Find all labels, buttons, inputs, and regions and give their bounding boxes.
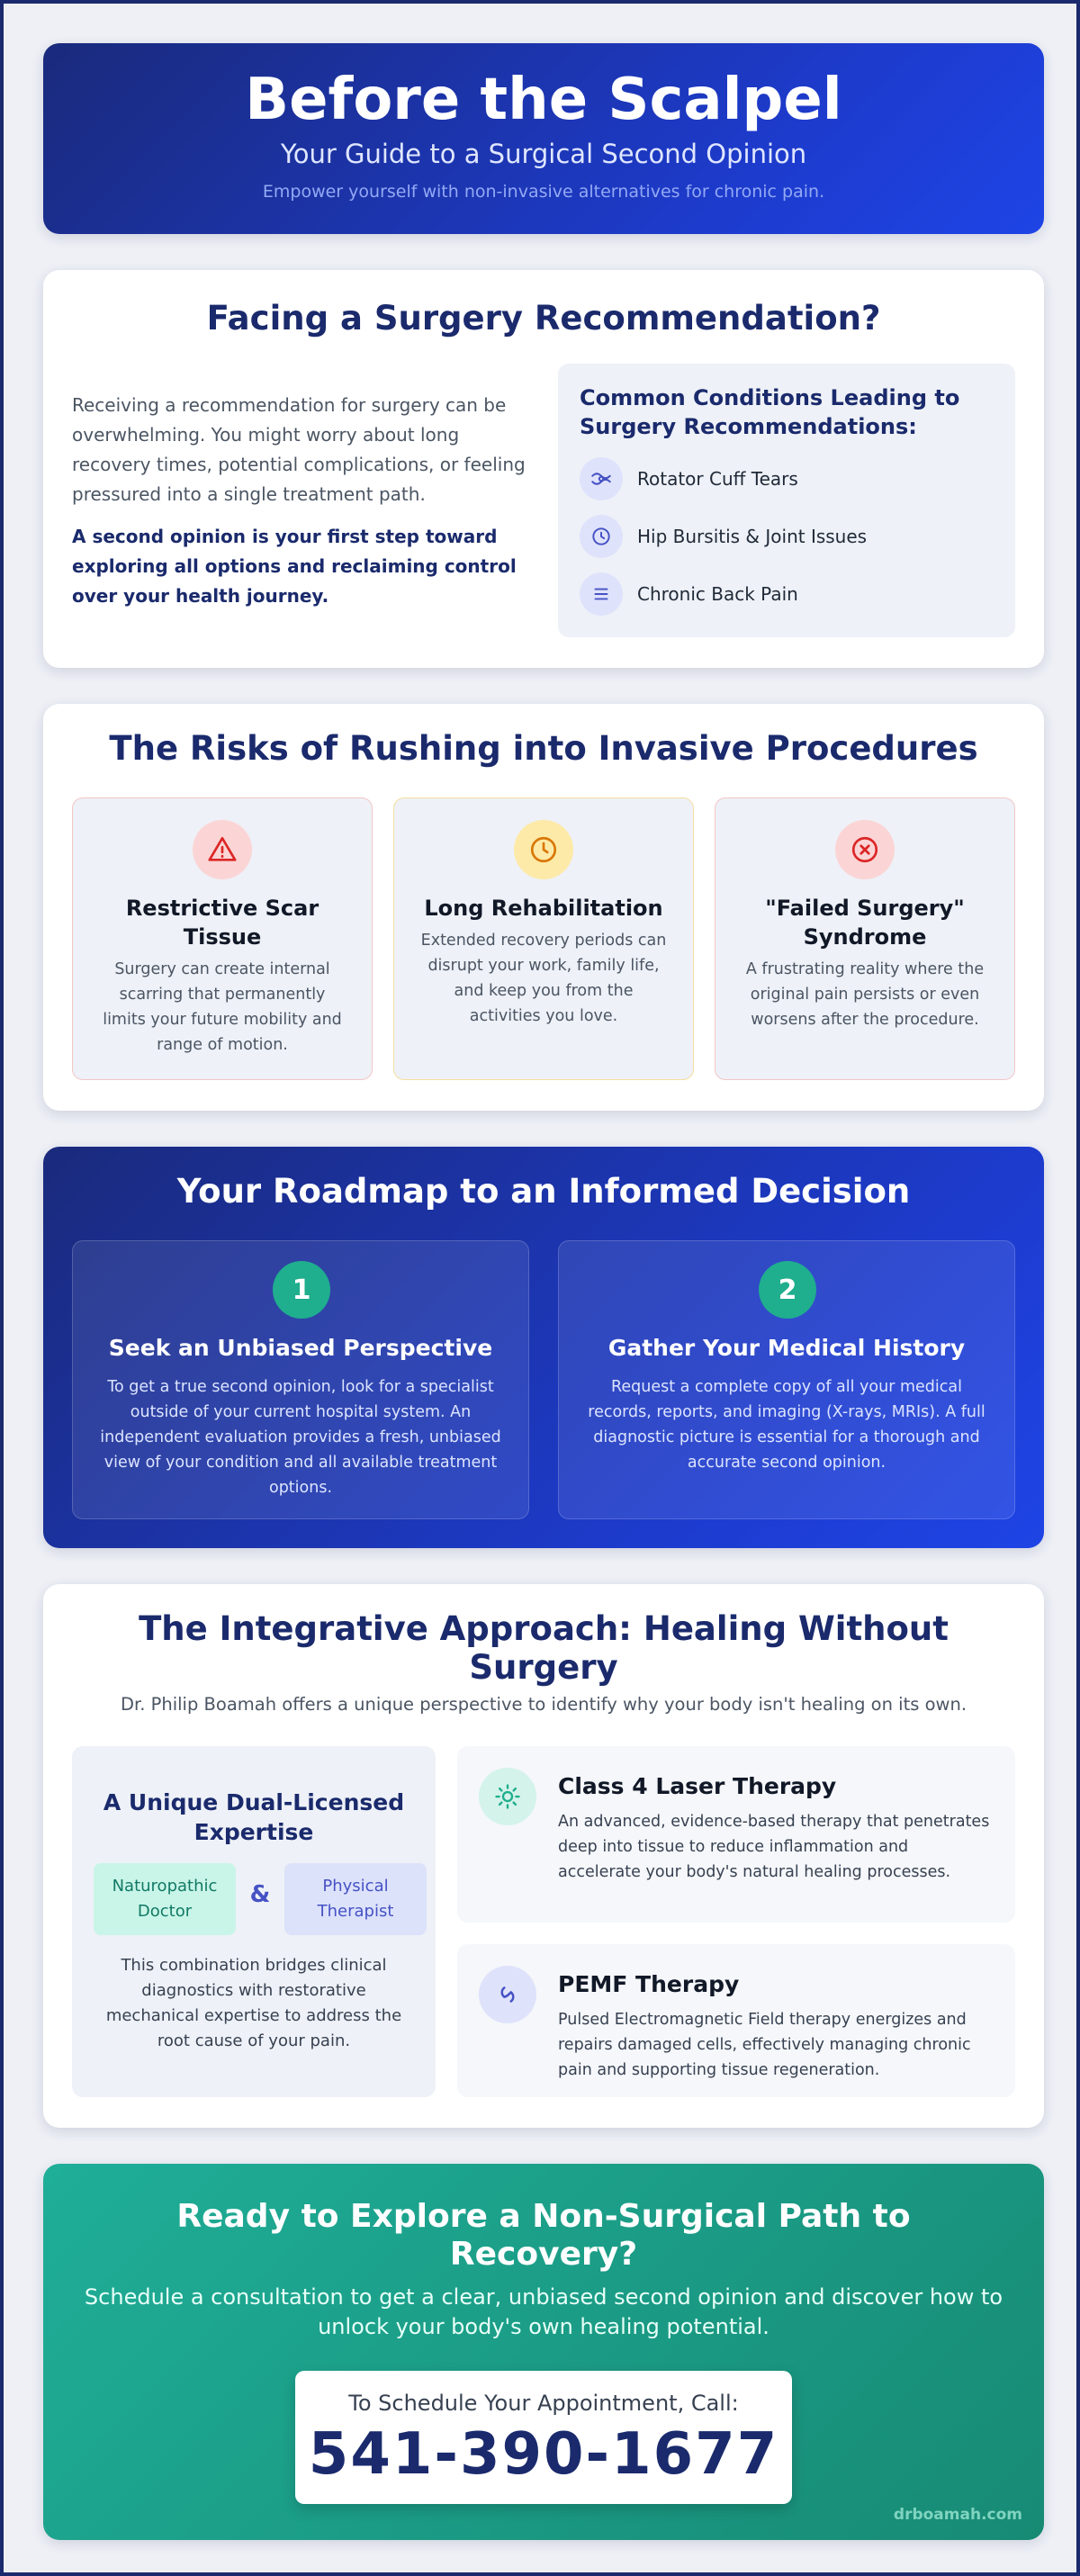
condition-label: Rotator Cuff Tears — [637, 468, 798, 490]
shoulder-icon — [580, 457, 623, 500]
facing-paragraph: Receiving a recommendation for surgery c… — [72, 394, 526, 505]
integrative-title: The Integrative Approach: Healing Withou… — [139, 1609, 949, 1687]
clock-icon — [514, 820, 573, 879]
risk-title: "Failed Surgery" Syndrome — [765, 896, 965, 950]
roadmap-step: 1 Seek an Unbiased Perspective To get a … — [72, 1240, 529, 1519]
step-text: Request a complete copy of all your medi… — [588, 1378, 986, 1472]
therapy-text: Pulsed Electromagnetic Field therapy ene… — [558, 2011, 971, 2079]
phone-number[interactable]: 541-390-1677 — [308, 2421, 779, 2488]
cta-text: Schedule a consultation to get a clear, … — [84, 2284, 1004, 2339]
facing-section: Facing a Surgery Recommendation? Receivi… — [43, 270, 1044, 668]
integrative-subtitle: Dr. Philip Boamah offers a unique perspe… — [120, 1694, 968, 1715]
risk-title: Long Rehabilitation — [424, 896, 663, 921]
page-subtitle: Your Guide to a Surgical Second Opinion — [280, 139, 807, 169]
integrative-section: The Integrative Approach: Healing Withou… — [43, 1584, 1044, 2128]
wave-icon — [479, 1966, 536, 2023]
facing-highlight: A second opinion is your first step towa… — [72, 526, 517, 607]
condition-item: Chronic Back Pain — [580, 572, 994, 616]
cta-section: Ready to Explore a Non-Surgical Path to … — [43, 2164, 1044, 2540]
therapy-title: PEMF Therapy — [558, 1971, 740, 1997]
conditions-title: Common Conditions Leading to Surgery Rec… — [580, 385, 960, 439]
step-number: 1 — [273, 1261, 330, 1319]
header-banner: Before the Scalpel Your Guide to a Surgi… — [43, 43, 1044, 234]
physical-therapist-badge: Physical Therapist — [284, 1863, 427, 1935]
therapy-title: Class 4 Laser Therapy — [558, 1773, 837, 1799]
risk-card: "Failed Surgery" Syndrome A frustrating … — [715, 797, 1015, 1080]
condition-label: Hip Bursitis & Joint Issues — [637, 526, 868, 547]
condition-label: Chronic Back Pain — [637, 583, 798, 605]
step-title: Gather Your Medical History — [608, 1335, 966, 1361]
risk-text: A frustrating reality where the original… — [745, 960, 985, 1029]
risk-card: Long Rehabilitation Extended recovery pe… — [393, 797, 694, 1080]
step-number: 2 — [759, 1261, 816, 1319]
condition-item: Hip Bursitis & Joint Issues — [580, 515, 994, 558]
clock-icon — [580, 515, 623, 558]
roadmap-step: 2 Gather Your Medical History Request a … — [558, 1240, 1015, 1519]
spine-icon — [580, 572, 623, 616]
step-title: Seek an Unbiased Perspective — [108, 1335, 493, 1361]
roadmap-section: Your Roadmap to an Informed Decision 1 S… — [43, 1147, 1044, 1548]
page-title: Before the Scalpel — [245, 67, 842, 133]
risk-card: Restrictive Scar Tissue Surgery can crea… — [72, 797, 373, 1080]
step-text: To get a true second opinion, look for a… — [100, 1378, 501, 1497]
naturopathic-badge: Naturopathic Doctor — [94, 1863, 236, 1935]
phone-box[interactable]: To Schedule Your Appointment, Call: 541-… — [295, 2371, 792, 2504]
risk-title: Restrictive Scar Tissue — [125, 896, 320, 950]
condition-item: Rotator Cuff Tears — [580, 457, 994, 500]
website-link[interactable]: drboamah.com — [893, 2506, 1022, 2524]
conditions-box: Common Conditions Leading to Surgery Rec… — [558, 364, 1015, 637]
risks-title: The Risks of Rushing into Invasive Proce… — [109, 729, 978, 768]
therapy-text: An advanced, evidence-based therapy that… — [558, 1813, 990, 1881]
dual-title: A Unique Dual-Licensed Expertise — [103, 1789, 405, 1845]
risks-section: The Risks of Rushing into Invasive Proce… — [43, 704, 1044, 1111]
therapy-card: PEMF Therapy Pulsed Electromagnetic Fiel… — [457, 1944, 1015, 2097]
cta-title: Ready to Explore a Non-Surgical Path to … — [176, 2198, 911, 2273]
roadmap-title: Your Roadmap to an Informed Decision — [176, 1172, 911, 1211]
risk-text: Extended recovery periods can disrupt yo… — [420, 932, 667, 1025]
sun-icon — [479, 1768, 536, 1825]
x-circle-icon — [835, 820, 895, 879]
warning-icon — [193, 820, 252, 879]
dual-expertise-box: A Unique Dual-Licensed Expertise Naturop… — [72, 1746, 436, 2097]
risk-text: Surgery can create internal scarring tha… — [103, 960, 342, 1054]
phone-label: To Schedule Your Appointment, Call: — [348, 2391, 739, 2416]
therapy-card: Class 4 Laser Therapy An advanced, evide… — [457, 1746, 1015, 1923]
ampersand: & — [249, 1881, 271, 1908]
facing-title: Facing a Surgery Recommendation? — [206, 299, 881, 338]
dual-text: This combination bridges clinical diagno… — [105, 1956, 402, 2050]
page-tagline: Empower yourself with non-invasive alter… — [262, 182, 825, 202]
